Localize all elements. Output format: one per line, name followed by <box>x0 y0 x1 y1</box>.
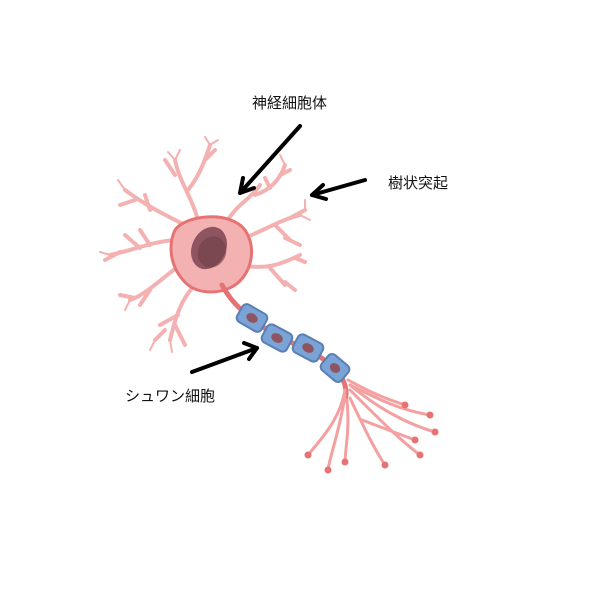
terminal-buttons <box>304 401 439 474</box>
nucleus-shadow <box>197 236 227 268</box>
schwann-cell <box>235 303 269 333</box>
schwann-cells <box>235 303 351 383</box>
arrow-cell-body <box>238 124 302 195</box>
arrow-schwann-cell <box>190 341 259 374</box>
label-schwann-cell: シュワン細胞 <box>125 387 216 405</box>
schwann-cell <box>260 323 294 353</box>
axon-terminals <box>306 378 437 472</box>
arrows <box>190 124 367 374</box>
label-cell-body: 神経細胞体 <box>252 94 328 112</box>
cell-body <box>169 215 254 294</box>
schwann-cell <box>291 333 325 363</box>
schwann-cell <box>319 353 351 383</box>
label-dendrite: 樹状突起 <box>388 174 449 192</box>
dendrites <box>99 136 311 353</box>
axon <box>219 282 439 474</box>
arrow-dendrite <box>310 178 367 201</box>
